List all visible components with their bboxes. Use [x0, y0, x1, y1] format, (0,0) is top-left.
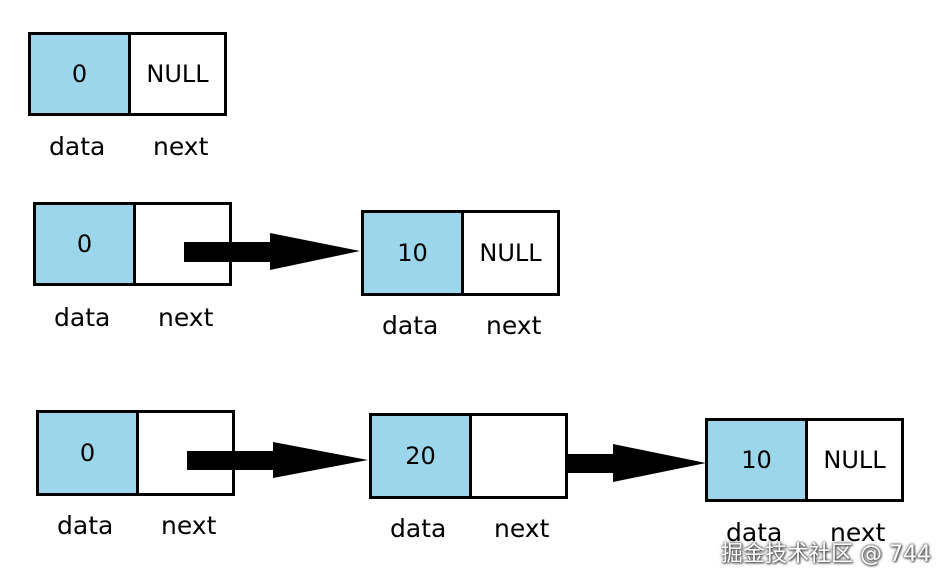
row1-node1-next-label: next: [153, 132, 209, 161]
row3-node3: 10 NULL: [705, 418, 904, 502]
row2-node1-data-cell: 0: [36, 205, 136, 283]
row2-node1-next-label: next: [158, 303, 214, 332]
row3-node1: 0: [36, 410, 235, 496]
row2-node2-data-cell: 10: [364, 213, 464, 293]
row1-node1-data-cell: 0: [31, 35, 131, 113]
row3-node1-next-label: next: [161, 511, 217, 540]
row2-node2-data-label: data: [382, 311, 439, 340]
watermark: 掘金技术社区 @ 744: [721, 542, 931, 567]
row3-node2: 20: [369, 413, 568, 499]
row3-node3-next-cell: NULL: [808, 421, 901, 499]
row3-node3-next-label: next: [830, 518, 886, 547]
row3-node2-data-cell: 20: [372, 416, 472, 496]
row1-node1-next-cell: NULL: [131, 35, 224, 113]
row2-node2-next-label: next: [486, 311, 542, 340]
row1-node1-data-label: data: [49, 132, 106, 161]
row1-node1: 0 NULL: [28, 32, 227, 116]
row3-node2-next-cell: [472, 416, 565, 496]
row3-node3-data-cell: 10: [708, 421, 808, 499]
row3-node3-data-label: data: [726, 518, 783, 547]
row2-node1-data-label: data: [54, 303, 111, 332]
row2-node1: 0: [33, 202, 232, 286]
row3-node1-data-cell: 0: [39, 413, 139, 493]
row2-node2: 10 NULL: [361, 210, 560, 296]
row3-node2-data-label: data: [390, 514, 447, 543]
row3-node2-next-label: next: [494, 514, 550, 543]
row2-node2-next-cell: NULL: [464, 213, 557, 293]
row3-node1-data-label: data: [57, 511, 114, 540]
